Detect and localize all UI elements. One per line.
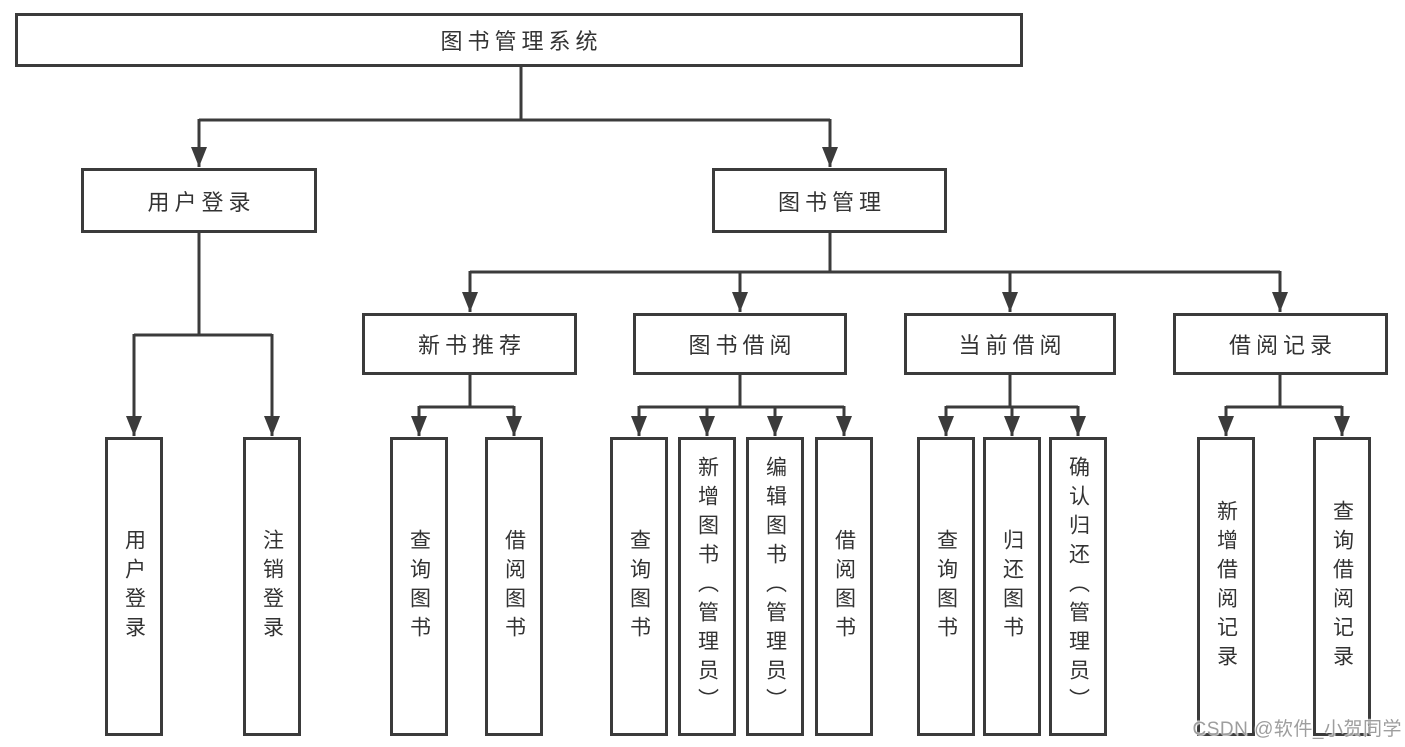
leaf-return-book: 归还图书 [983,437,1041,736]
leaf-label: 查询图书 [627,528,651,645]
leaf-label: 新增图书（管理员） [695,456,719,717]
node-new-book-recommend: 新书推荐 [362,313,577,375]
watermark: CSDN @软件_小贺同学 [1192,719,1402,740]
leaf-label: 查询借阅记录 [1330,499,1354,674]
leaf-borrow-book-recommend: 借阅图书 [485,437,543,736]
leaf-label: 归还图书 [1000,528,1024,645]
leaf-borrow-book: 借阅图书 [815,437,873,736]
leaf-label: 借阅图书 [502,528,526,645]
leaf-label: 用户登录 [122,528,146,645]
node-current-borrow: 当前借阅 [904,313,1116,375]
leaf-label: 注销登录 [260,528,284,645]
leaf-query-book-current: 查询图书 [917,437,975,736]
leaf-label: 新增借阅记录 [1214,499,1238,674]
leaf-label: 借阅图书 [832,528,856,645]
leaf-add-book-admin: 新增图书（管理员） [678,437,736,736]
leaf-confirm-return-admin: 确认归还（管理员） [1049,437,1107,736]
node-book-borrow: 图书借阅 [633,313,847,375]
leaf-label: 查询图书 [934,528,958,645]
leaf-logout: 注销登录 [243,437,301,736]
leaf-label: 确认归还（管理员） [1066,456,1090,717]
node-root: 图书管理系统 [15,13,1023,67]
leaf-add-borrow-record: 新增借阅记录 [1197,437,1255,736]
node-borrow-records: 借阅记录 [1173,313,1388,375]
leaf-label: 查询图书 [407,528,431,645]
leaf-query-book-borrow: 查询图书 [610,437,668,736]
leaf-label: 编辑图书（管理员） [763,456,787,717]
node-user-login: 用户登录 [81,168,317,233]
leaf-edit-book-admin: 编辑图书（管理员） [746,437,804,736]
node-book-management: 图书管理 [712,168,947,233]
leaf-user-login: 用户登录 [105,437,163,736]
leaf-query-borrow-record: 查询借阅记录 [1313,437,1371,736]
leaf-query-book-recommend: 查询图书 [390,437,448,736]
